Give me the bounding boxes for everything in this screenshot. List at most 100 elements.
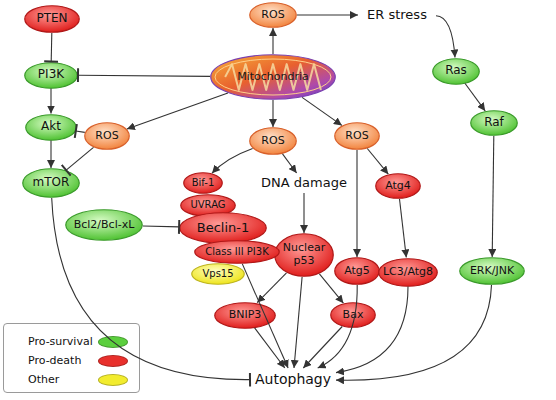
inhibition-connector bbox=[51, 33, 53, 62]
pro-survival-node: Bcl2/Bcl-xL bbox=[65, 209, 143, 241]
node-text: Mitochondria bbox=[237, 71, 309, 84]
pro-death-node: BNIP3 bbox=[214, 302, 276, 329]
arrow-connector bbox=[319, 274, 343, 303]
node-ellipse bbox=[25, 62, 78, 88]
arrow-connector bbox=[272, 100, 273, 127]
node-ellipse bbox=[195, 241, 280, 264]
node-ellipse bbox=[331, 303, 376, 328]
pro-death-node: Atg5 bbox=[334, 257, 380, 285]
inhibition-connector bbox=[143, 225, 179, 227]
legend-row: Other bbox=[4, 372, 139, 388]
arrow-connector bbox=[356, 150, 357, 257]
arrow-connector bbox=[336, 287, 408, 373]
node-text: ROS bbox=[345, 130, 368, 143]
node-text: Bif-1 bbox=[192, 177, 215, 189]
pro-survival-node: mTOR bbox=[22, 168, 80, 198]
arrow-connector bbox=[127, 93, 228, 129]
legend-swatch bbox=[98, 374, 128, 386]
node-text: BNIP3 bbox=[229, 309, 262, 322]
node-text: ER stress bbox=[367, 8, 427, 23]
arrow-connector bbox=[50, 89, 51, 114]
legend-text: Pro-death bbox=[28, 354, 81, 367]
arrow-connector bbox=[303, 327, 342, 369]
arrow-connector bbox=[50, 141, 51, 169]
node-ellipse bbox=[250, 128, 297, 155]
arrow-connector bbox=[367, 149, 388, 175]
node-text: Atg5 bbox=[344, 265, 370, 278]
node-text: Class III PI3K bbox=[205, 246, 268, 258]
pro-death-node: Class III PI3K bbox=[194, 240, 280, 264]
node-text: Beclin-1 bbox=[197, 221, 250, 236]
arrow-connector bbox=[318, 285, 358, 368]
node-text: mTOR bbox=[33, 176, 70, 190]
legend-row: Pro-survival bbox=[4, 334, 139, 350]
node-ellipse bbox=[433, 58, 480, 84]
pro-death-node: Nuclear p53 bbox=[274, 233, 334, 277]
node-text: Nuclear p53 bbox=[281, 242, 327, 267]
node-text: Raf bbox=[484, 116, 504, 130]
arrow-connector bbox=[436, 16, 455, 58]
node-ellipse bbox=[85, 123, 130, 150]
node-ellipse bbox=[66, 210, 143, 241]
node-text: DNA damage bbox=[261, 176, 347, 191]
node-ellipse bbox=[180, 213, 267, 244]
node-text: Atg4 bbox=[385, 180, 411, 193]
node-text: Autophagy bbox=[255, 371, 331, 387]
node-ellipse bbox=[192, 264, 245, 285]
arrow-connector bbox=[255, 328, 285, 368]
node-ellipse bbox=[25, 6, 80, 33]
mitochondrion-node: Mitochondria bbox=[210, 54, 336, 100]
arrow-connector bbox=[257, 273, 286, 303]
process-label: ER stress bbox=[358, 5, 436, 25]
inhibition-connector bbox=[76, 131, 85, 132]
arrow-connector bbox=[400, 199, 407, 258]
node-ellipse bbox=[379, 258, 438, 286]
pro-death-node: PTEN bbox=[24, 5, 80, 33]
node-text: Bax bbox=[343, 309, 364, 322]
node-ellipse bbox=[471, 111, 518, 136]
inhibition-connector bbox=[78, 75, 210, 76]
node-text: PI3K bbox=[38, 68, 64, 82]
pro-survival-node: Akt bbox=[25, 114, 77, 141]
node-text: Vps15 bbox=[202, 268, 233, 280]
node-ellipse bbox=[376, 174, 421, 199]
arrow-connector bbox=[303, 193, 304, 233]
node-text: ERK/JNK bbox=[470, 265, 514, 278]
mitochondrion-membrane bbox=[215, 59, 331, 95]
node-text: LC3/Atg8 bbox=[383, 266, 433, 279]
node-ellipse bbox=[215, 302, 276, 328]
legend-text: Other bbox=[28, 373, 59, 386]
arrow-connector bbox=[297, 14, 358, 15]
pro-survival-node: PI3K bbox=[24, 62, 78, 89]
legend-box: Pro-survivalPro-deathOther bbox=[3, 323, 140, 393]
node-text: UVRAG bbox=[190, 199, 225, 211]
node-text: ROS bbox=[261, 9, 284, 22]
ros-node: ROS bbox=[84, 122, 130, 150]
node-ellipse bbox=[335, 258, 380, 285]
legend-swatch bbox=[98, 355, 128, 367]
node-ellipse bbox=[211, 55, 336, 100]
pro-death-node: LC3/Atg8 bbox=[378, 258, 438, 287]
pro-death-node: Atg4 bbox=[375, 173, 421, 199]
arrow-connector bbox=[302, 97, 342, 125]
arrow-connector bbox=[294, 277, 302, 368]
arrow-connector bbox=[283, 154, 297, 173]
node-ellipse bbox=[275, 234, 334, 277]
node-ellipse bbox=[335, 123, 380, 150]
node-ellipse bbox=[23, 169, 80, 198]
pro-survival-node: ERK/JNK bbox=[459, 257, 525, 285]
pro-survival-node: Ras bbox=[432, 58, 480, 85]
node-ellipse bbox=[460, 258, 525, 285]
node-text: Bcl2/Bcl-xL bbox=[74, 219, 135, 232]
node-text: ROS bbox=[261, 135, 284, 148]
arrow-connector bbox=[212, 148, 253, 173]
process-label: DNA damage bbox=[258, 173, 350, 193]
node-ellipse bbox=[26, 114, 77, 140]
ros-node: ROS bbox=[249, 127, 297, 155]
node-ellipse bbox=[184, 173, 223, 194]
arrow-connector bbox=[492, 136, 494, 257]
node-text: Akt bbox=[41, 120, 61, 134]
other-node: Vps15 bbox=[191, 263, 245, 285]
arrow-connector bbox=[242, 264, 288, 368]
pro-survival-node: Raf bbox=[470, 110, 518, 136]
